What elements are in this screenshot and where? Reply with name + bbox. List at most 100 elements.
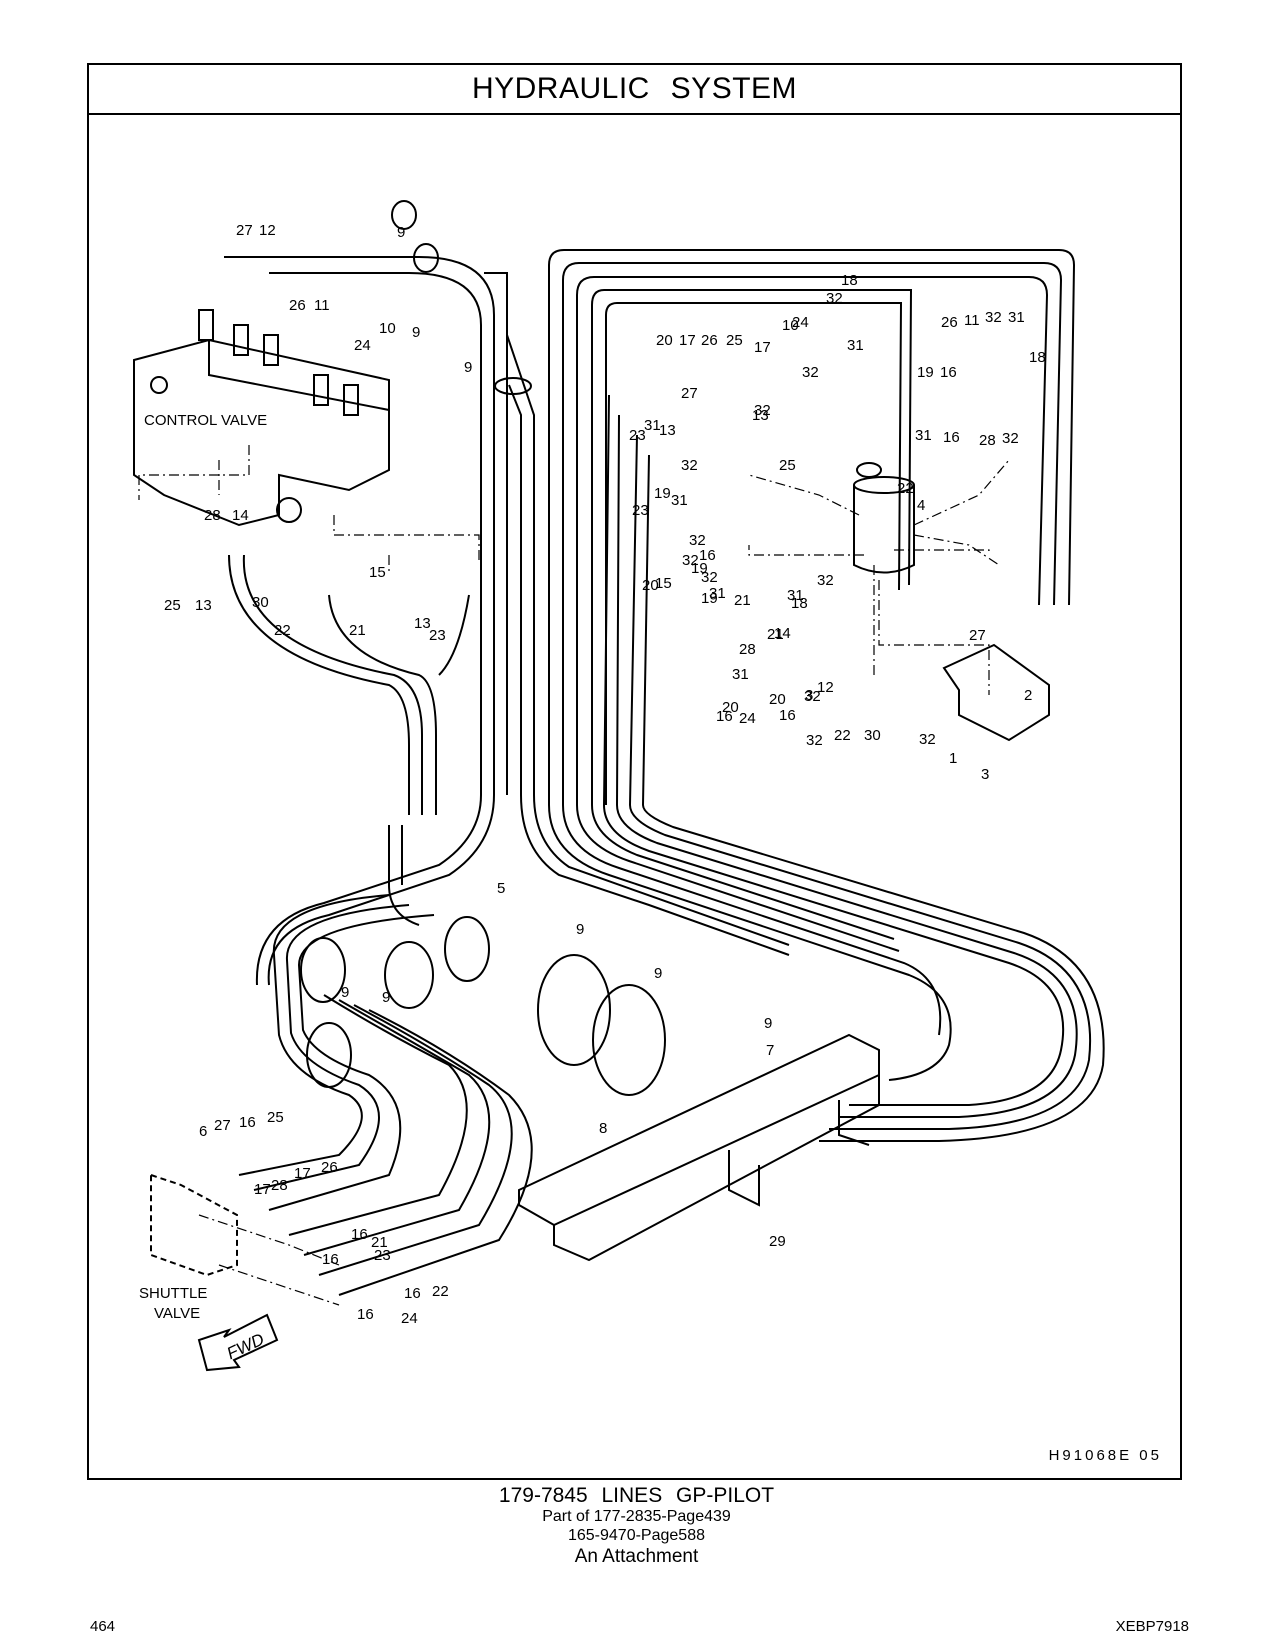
callout-23: 23 bbox=[374, 1247, 391, 1264]
callout-16: 16 bbox=[322, 1251, 339, 1268]
callout-3: 3 bbox=[805, 687, 813, 704]
callout-17: 17 bbox=[679, 332, 696, 349]
callout-32: 32 bbox=[985, 309, 1002, 326]
control-valve-label: CONTROL VALVE bbox=[144, 412, 267, 429]
callout-9: 9 bbox=[654, 965, 662, 982]
callout-19: 19 bbox=[917, 364, 934, 381]
callout-13: 13 bbox=[752, 407, 769, 424]
callout-18: 18 bbox=[791, 595, 808, 612]
callout-32: 32 bbox=[802, 364, 819, 381]
drawing-code: H91068E 05 bbox=[1048, 1447, 1162, 1464]
callout-13: 13 bbox=[195, 597, 212, 614]
callout-20: 20 bbox=[769, 691, 786, 708]
callout-22: 22 bbox=[274, 622, 291, 639]
callout-32: 32 bbox=[682, 552, 699, 569]
callout-32: 32 bbox=[806, 732, 823, 749]
callout-13: 13 bbox=[414, 615, 431, 632]
callout-25: 25 bbox=[779, 457, 796, 474]
callout-29: 29 bbox=[769, 1233, 786, 1250]
callout-7: 7 bbox=[766, 1042, 774, 1059]
callout-17: 17 bbox=[754, 339, 771, 356]
callout-20: 20 bbox=[722, 699, 739, 716]
callout-20: 20 bbox=[656, 332, 673, 349]
callout-15: 15 bbox=[655, 575, 672, 592]
caption-part-number: 179-7845 LINES GP-PILOT bbox=[498, 1484, 775, 1507]
callout-32: 32 bbox=[701, 569, 718, 586]
callout-32: 32 bbox=[817, 572, 834, 589]
callout-3: 3 bbox=[981, 766, 989, 783]
callout-9: 9 bbox=[412, 324, 420, 341]
callout-28: 28 bbox=[979, 432, 996, 449]
callout-9: 9 bbox=[576, 921, 584, 938]
callout-4: 4 bbox=[917, 497, 925, 514]
mounting-rail bbox=[518, 1033, 880, 1262]
callout-24: 24 bbox=[792, 314, 809, 331]
callout-13: 13 bbox=[659, 422, 676, 439]
callout-1: 1 bbox=[949, 750, 957, 767]
lower-hose-bundle bbox=[238, 894, 533, 1296]
callout-25: 25 bbox=[164, 597, 181, 614]
callout-26: 26 bbox=[289, 297, 306, 314]
shuttle-valve-outline bbox=[150, 1173, 238, 1277]
callout-31: 31 bbox=[709, 585, 726, 602]
callout-32: 32 bbox=[754, 402, 771, 419]
callout-14: 14 bbox=[232, 507, 249, 524]
callout-14: 14 bbox=[774, 625, 791, 642]
shuttle-valve-label-2: VALVE bbox=[154, 1305, 200, 1322]
page-number: 464 bbox=[90, 1618, 116, 1635]
hydraulic-diagram: 2712926111092492814251330221521132318322… bbox=[133, 200, 1105, 1372]
callout-16: 16 bbox=[404, 1285, 421, 1302]
callout-10: 10 bbox=[782, 317, 799, 334]
callout-26: 26 bbox=[701, 332, 718, 349]
callout-24: 24 bbox=[401, 1310, 418, 1327]
callout-31: 31 bbox=[915, 427, 932, 444]
callout-30: 30 bbox=[864, 727, 881, 744]
callout-12: 12 bbox=[259, 222, 276, 239]
callout-24: 24 bbox=[354, 337, 371, 354]
callout-31: 31 bbox=[847, 337, 864, 354]
shuttle-valve-label-1: SHUTTLE bbox=[139, 1285, 207, 1302]
callout-16: 16 bbox=[779, 707, 796, 724]
drawing-frame: HYDRAULIC SYSTEM bbox=[87, 63, 1182, 1480]
left-hose-bundle bbox=[224, 256, 790, 986]
callout-32: 32 bbox=[689, 532, 706, 549]
callout-15: 15 bbox=[369, 564, 386, 581]
callout-19: 19 bbox=[691, 560, 708, 577]
callout-27: 27 bbox=[969, 627, 986, 644]
callout-12: 12 bbox=[817, 679, 834, 696]
callout-5: 5 bbox=[497, 880, 505, 897]
callout-31: 31 bbox=[732, 666, 749, 683]
callout-18: 18 bbox=[841, 272, 858, 289]
callout-2: 2 bbox=[1024, 687, 1032, 704]
page-title: HYDRAULIC SYSTEM bbox=[89, 65, 1180, 115]
callout-22: 22 bbox=[834, 727, 851, 744]
callout-27: 27 bbox=[236, 222, 253, 239]
callout-18: 18 bbox=[1029, 349, 1046, 366]
right-hose-bundle bbox=[548, 249, 1105, 1142]
callout-21: 21 bbox=[349, 622, 366, 639]
callout-9: 9 bbox=[341, 984, 349, 1001]
callout-25: 25 bbox=[726, 332, 743, 349]
callout-16: 16 bbox=[943, 429, 960, 446]
callout-23: 23 bbox=[429, 627, 446, 644]
callout-22: 22 bbox=[897, 480, 914, 497]
callout-8: 8 bbox=[599, 1120, 607, 1137]
callout-28: 28 bbox=[271, 1177, 288, 1194]
document-code: XEBP7918 bbox=[1115, 1618, 1189, 1635]
callout-32: 32 bbox=[919, 731, 936, 748]
callout-23: 23 bbox=[629, 427, 646, 444]
callout-32: 32 bbox=[804, 688, 821, 705]
callout-16: 16 bbox=[716, 708, 733, 725]
callout-11: 11 bbox=[314, 297, 330, 314]
callout-10: 10 bbox=[379, 320, 396, 337]
callout-31: 31 bbox=[671, 492, 688, 509]
caption-attachment: An Attachment bbox=[574, 1546, 699, 1567]
caption-reference: 165-9470-Page588 bbox=[567, 1527, 705, 1544]
callout-28: 28 bbox=[739, 641, 756, 658]
callout-26: 26 bbox=[321, 1159, 338, 1176]
callout-16: 16 bbox=[699, 547, 716, 564]
callout-16: 16 bbox=[357, 1306, 374, 1323]
callout-27: 27 bbox=[214, 1117, 231, 1134]
callout-31: 31 bbox=[1008, 309, 1025, 326]
